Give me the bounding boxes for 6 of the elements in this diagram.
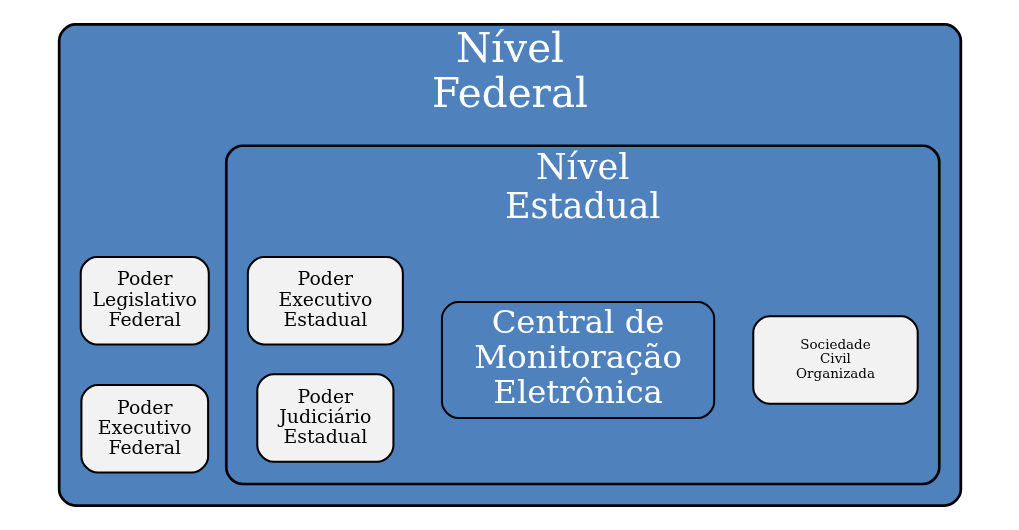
node-box: Poder Executivo Federal [79, 383, 209, 474]
node-box: Sociedade Civil Organizada [751, 315, 919, 405]
node-box: Poder Legislativo Federal [79, 255, 210, 346]
node-box: Poder Judiciário Estadual [255, 373, 394, 463]
node-box: Central de Monitoração Eletrônica [440, 301, 715, 419]
node-box: Poder Executivo Estadual [246, 255, 404, 346]
